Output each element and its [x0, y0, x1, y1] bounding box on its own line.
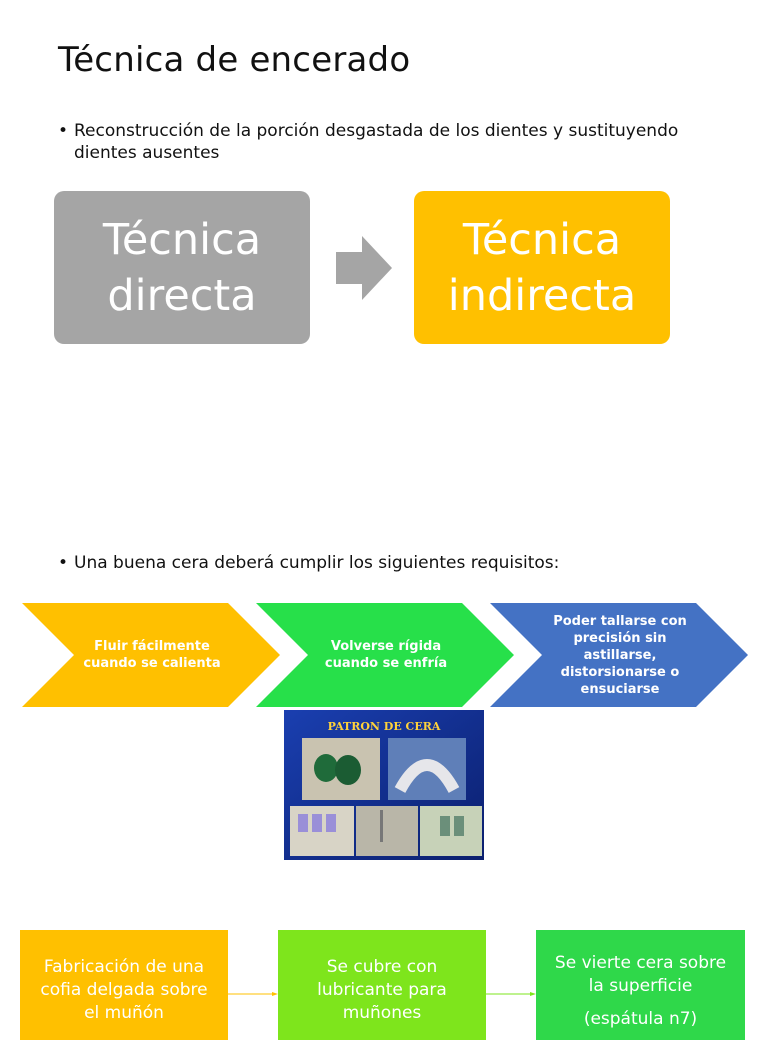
- chevron-shape: [22, 603, 280, 707]
- requirement-label: Poder tallarse con precisión sin astilla…: [553, 613, 687, 697]
- connector-arrow-icon: [486, 992, 536, 996]
- technique-direct-box: Técnica directa: [54, 191, 310, 344]
- process-step-subtext: (espátula n7): [583, 1009, 698, 1029]
- process-step-label: Fabricación de una cofia delgada sobre e…: [40, 957, 208, 1023]
- bullet-text: Una buena cera deberá cumplir los siguie…: [74, 553, 560, 573]
- process-step-1: Fabricación de una cofia delgada sobre e…: [20, 930, 228, 1040]
- bullet-item: • Reconstrucción de la porción desgastad…: [58, 120, 728, 164]
- right-arrow-icon: [336, 236, 392, 300]
- process-step-label: Se vierte cera sobre la superficie: [554, 953, 727, 996]
- chevron-shape: [490, 603, 748, 707]
- requirement-label: Volverse rígida cuando se enfría: [324, 639, 448, 671]
- requirement-label: Fluir fácilmente cuando se calienta: [83, 639, 221, 671]
- requirement-chevron-1: Fluir fácilmente cuando se calienta: [22, 603, 280, 707]
- bullet-dot: •: [58, 553, 69, 573]
- page-title: Técnica de encerado: [58, 40, 411, 80]
- process-step-label: Se cubre con lubricante para muñones: [317, 957, 447, 1023]
- bullet-text: Reconstrucción de la porción desgastada …: [74, 121, 679, 163]
- technique-direct-label: Técnica directa: [102, 214, 262, 321]
- requirement-chevron-3: Poder tallarse con precisión sin astilla…: [490, 603, 748, 707]
- bullet-dot: •: [58, 121, 69, 141]
- technique-indirect-label: Técnica indirecta: [447, 214, 637, 321]
- bullet-item: • Una buena cera deberá cumplir los sigu…: [58, 552, 728, 574]
- chevron-shape: [256, 603, 514, 707]
- technique-indirect-box: Técnica indirecta: [414, 191, 670, 344]
- connector-arrow-icon: [228, 992, 278, 996]
- process-step-2: Se cubre con lubricante para muñones: [278, 930, 486, 1040]
- photo-caption: PATRON DE CERA: [328, 720, 441, 733]
- requirement-chevron-2: Volverse rígida cuando se enfría: [256, 603, 514, 707]
- wax-pattern-photo: PATRON DE CERA: [284, 710, 484, 860]
